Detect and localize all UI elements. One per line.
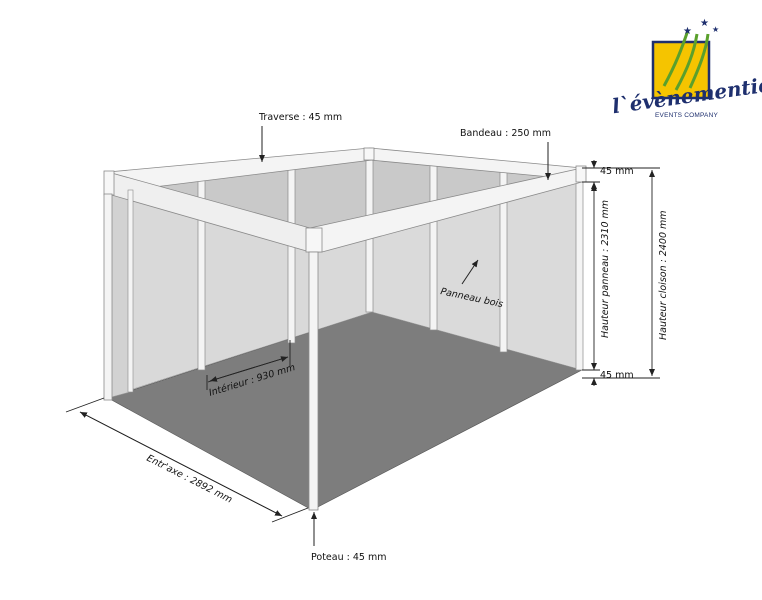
back-left-post (127, 189, 134, 393)
height-dimensions (582, 160, 660, 386)
label-hauteur-panneau: Hauteur panneau : 2310 mm (600, 200, 611, 338)
label-poteau: Poteau : 45 mm (311, 552, 386, 563)
logo-star-icon: ★ (683, 26, 692, 37)
entr-axe-dimension (65, 397, 309, 523)
label-top-45: 45 mm (600, 166, 634, 177)
label-hauteur-cloison: Hauteur cloison : 2400 mm (658, 210, 669, 340)
front-corner-post (308, 251, 319, 511)
logo-tagline: EVENTS COMPANY (655, 112, 718, 119)
logo-swoosh (662, 29, 690, 87)
interieur-dimension (206, 340, 291, 390)
frame-joints (103, 147, 587, 253)
svg-text:★: ★ (700, 18, 709, 29)
front-left-post (103, 193, 113, 401)
label-bottom-45: 45 mm (600, 370, 634, 381)
svg-text:★: ★ (712, 25, 719, 34)
company-logo: ★ ★ ★ l`évènementiel EVENTS COMPANY (611, 18, 762, 119)
panneau-bois-arrow (461, 259, 479, 285)
label-entr-axe: Entr'axe : 2892 mm (145, 453, 234, 506)
label-traverse: Traverse : 45 mm (258, 112, 342, 123)
label-bandeau: Bandeau : 250 mm (460, 128, 551, 139)
